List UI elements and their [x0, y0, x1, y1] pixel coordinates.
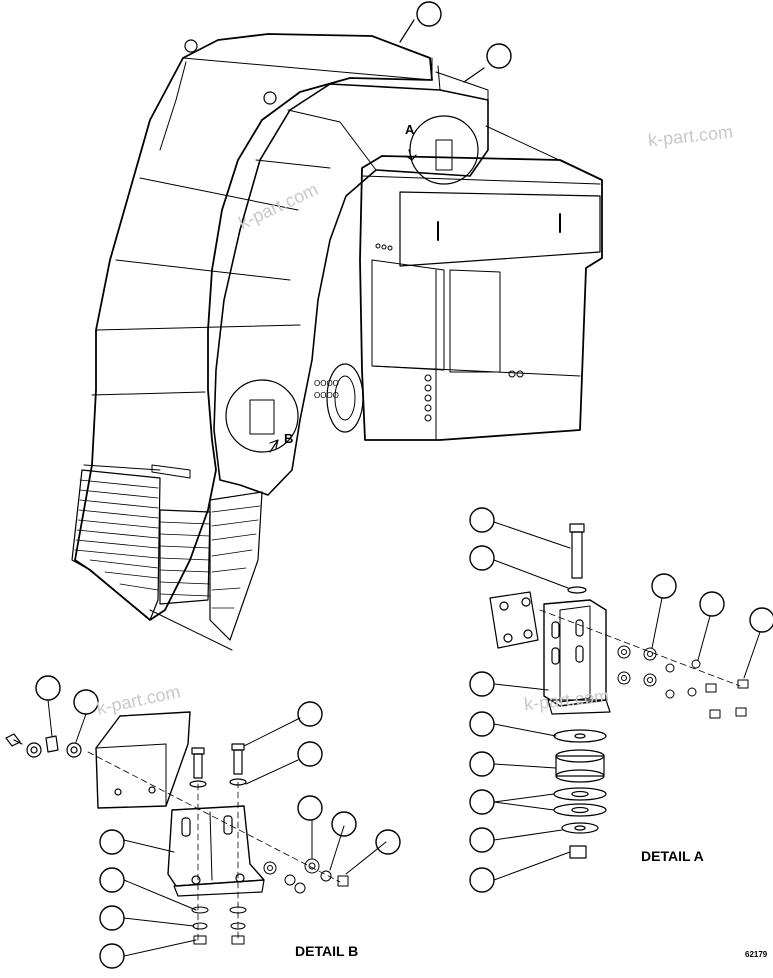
detail-b-circle: [225, 379, 299, 453]
callout-circle: [416, 1, 442, 27]
nut: [569, 845, 587, 859]
callout-circle: [297, 795, 323, 821]
callout-circle: [35, 675, 61, 701]
callout-circle: [99, 829, 125, 855]
detail-a-circle: [409, 115, 479, 185]
corrugated-skirt: [71, 469, 161, 621]
bolt: [569, 523, 585, 533]
svg-text:OOOO: OOOO: [314, 391, 339, 400]
callout-circle: [331, 811, 357, 837]
housing-box: [359, 155, 603, 441]
callout-circle: [99, 943, 125, 969]
view-b-label: B: [284, 431, 294, 446]
callout-circle: [749, 607, 773, 633]
isolator-washer: [553, 729, 607, 743]
lift-eye: [263, 91, 277, 105]
view-a-label: A: [405, 122, 415, 137]
callout-circle: [99, 905, 125, 931]
callout-circle: [469, 827, 495, 853]
callout-circle: [297, 701, 323, 727]
callout-circle: [375, 829, 401, 855]
callout-circle: [99, 867, 125, 893]
inlet-fitting: [326, 363, 364, 433]
callout-circle: [469, 751, 495, 777]
drawing-number: 62179: [745, 950, 768, 959]
angle-plate: [95, 711, 191, 809]
plate: [489, 591, 539, 649]
callout-circle: [469, 507, 495, 533]
lift-eye: [184, 39, 198, 53]
callout-circle: [486, 43, 512, 69]
callout-circle: [651, 573, 677, 599]
rubber-isolator: [555, 755, 605, 777]
svg-text:OOOO: OOOO: [314, 379, 339, 388]
callout-circle: [469, 671, 495, 697]
callout-circle: [469, 545, 495, 571]
callout-circle: [469, 867, 495, 893]
callout-circle: [469, 711, 495, 737]
callout-circle: [297, 741, 323, 767]
detail-a-title: DETAIL A: [641, 848, 704, 864]
callout-circle: [699, 591, 725, 617]
main-assembly: OOOO OOOO: [71, 1, 603, 651]
callout-circle: [469, 789, 495, 815]
outer-duct: [74, 33, 433, 621]
inner-duct: [213, 83, 489, 496]
callout-circle: [73, 689, 99, 715]
detail-b-title: DETAIL B: [295, 943, 359, 959]
detail-b: [5, 675, 401, 969]
detail-a: [469, 507, 773, 893]
